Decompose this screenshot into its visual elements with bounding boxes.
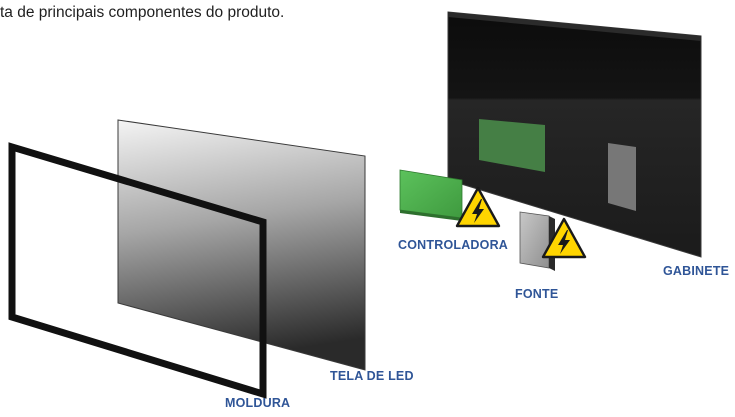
power-supply-label: FONTE bbox=[515, 287, 559, 301]
power-supply-part bbox=[519, 211, 555, 271]
cabinet-top-edge bbox=[448, 12, 701, 41]
cabinet-controller-slot bbox=[479, 119, 545, 172]
frame-label: MOLDURA bbox=[225, 396, 291, 410]
high-voltage-warning-icon bbox=[541, 217, 587, 259]
cabinet-label: GABINETE bbox=[663, 264, 730, 278]
cabinet-panel bbox=[447, 11, 702, 258]
controller-board-edge bbox=[400, 210, 462, 221]
controller-label: CONTROLADORA bbox=[398, 238, 509, 252]
frame-outline bbox=[8, 142, 267, 399]
cabinet-power-slot bbox=[608, 143, 636, 211]
power-supply-box bbox=[519, 211, 550, 269]
frame-part bbox=[8, 142, 267, 399]
cabinet-part bbox=[447, 11, 702, 258]
led-screen-panel bbox=[117, 119, 366, 371]
led-screen-label: TELA DE LED bbox=[330, 369, 414, 383]
high-voltage-warning-icon bbox=[455, 186, 501, 228]
led-screen-part bbox=[117, 119, 366, 371]
caption-text: ta de principais componentes do produto. bbox=[0, 4, 285, 21]
